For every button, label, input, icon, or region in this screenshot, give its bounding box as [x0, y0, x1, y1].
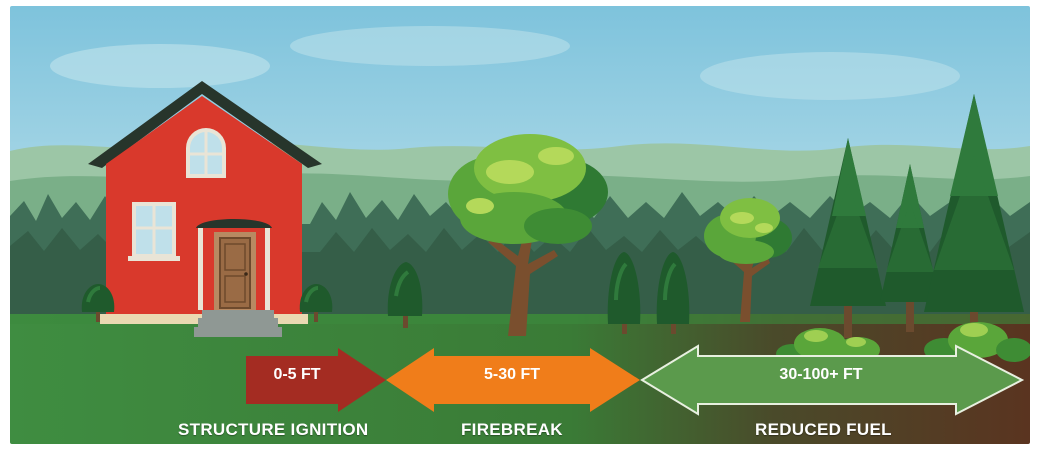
zone-name-firebreak: FIREBREAK — [461, 420, 563, 440]
porch-steps — [194, 310, 282, 337]
range-label-firebreak: 5-30 FT — [452, 366, 572, 384]
zone-name-reduced-fuel: REDUCED FUEL — [755, 420, 892, 440]
range-label-structure-ignition: 0-5 FT — [252, 366, 342, 384]
range-label-reduced-fuel: 30-100+ FT — [746, 366, 896, 384]
zone-name-structure-ignition: STRUCTURE IGNITION — [178, 420, 369, 440]
side-window — [128, 202, 180, 261]
attic-window — [186, 128, 226, 178]
